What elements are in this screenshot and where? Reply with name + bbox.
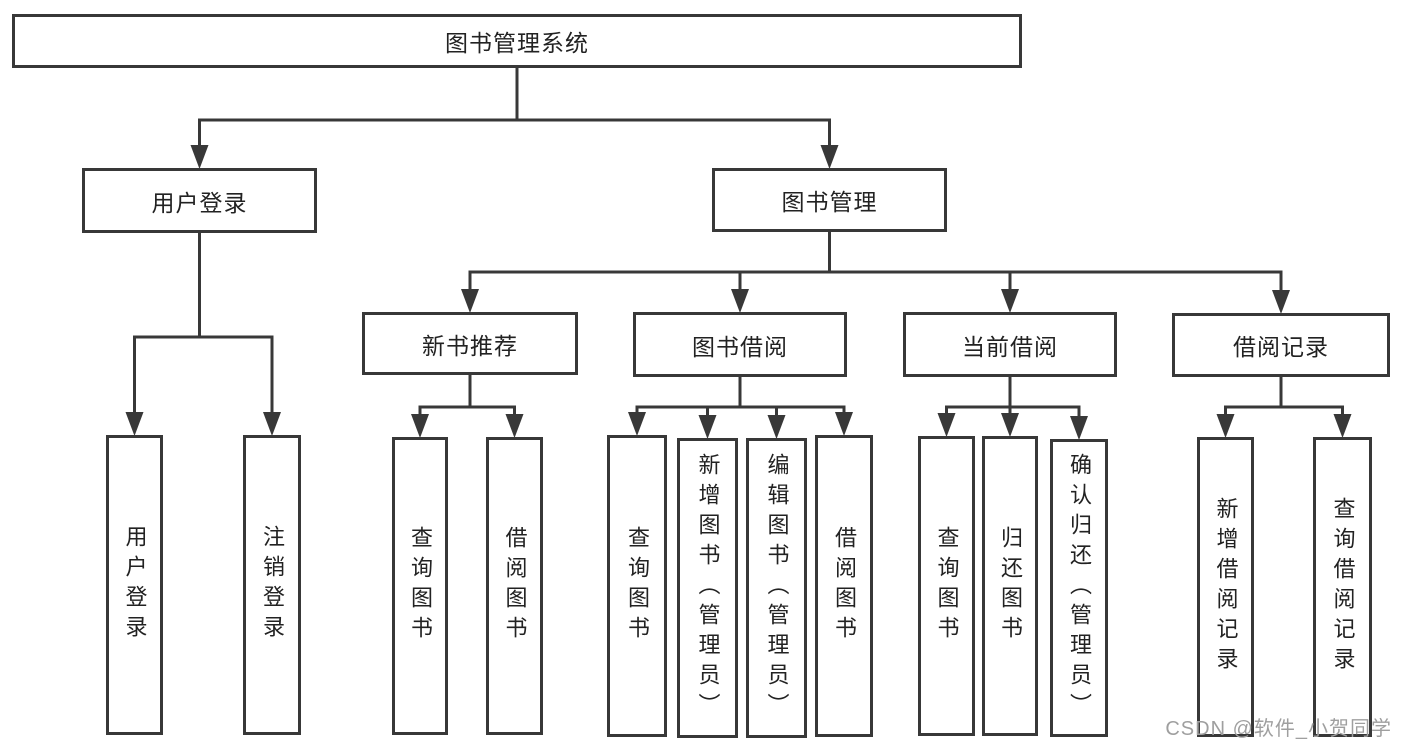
node-leaf-nbr-borrow: 借阅图书 [486,437,543,735]
arrowhead-icon [937,413,956,437]
arrowhead-icon [767,415,786,439]
node-label-leaf-bb-edit: 编辑图书（管理员） [764,453,790,723]
arrowhead-icon [1001,413,1019,437]
node-leaf-bb-borrow: 借阅图书 [815,435,873,737]
node-current-borrow: 当前借阅 [903,312,1117,377]
node-leaf-bb-add: 新增图书（管理员） [677,438,738,738]
node-label-leaf-cb-query: 查询图书 [934,526,960,646]
node-leaf-bb-edit: 编辑图书（管理员） [746,438,807,738]
node-new-book-rec: 新书推荐 [362,312,578,375]
node-label-new-book-rec: 新书推荐 [422,332,518,359]
node-borrow-records: 借阅记录 [1172,313,1390,377]
node-user-login: 用户登录 [82,168,317,233]
arrowhead-icon [1216,414,1235,438]
node-leaf-br-query: 查询借阅记录 [1313,437,1372,737]
node-label-borrow-records: 借阅记录 [1233,334,1329,360]
node-leaf-cb-return: 归还图书 [982,436,1038,736]
arrowhead-icon [835,412,853,436]
node-label-root: 图书管理系统 [445,30,589,56]
node-label-leaf-logout: 注销登录 [260,525,285,645]
node-label-leaf-cb-return: 归还图书 [998,526,1023,646]
node-leaf-cb-query: 查询图书 [918,436,975,736]
node-label-book-borrow: 图书借阅 [692,333,788,360]
arrowhead-icon [125,412,144,436]
arrowhead-icon [1272,290,1290,314]
arrowhead-icon [190,145,209,169]
node-root: 图书管理系统 [12,14,1022,68]
arrowhead-icon [820,145,839,169]
node-label-leaf-bb-add: 新增图书（管理员） [695,453,721,723]
node-leaf-nbr-query: 查询图书 [392,437,448,735]
node-label-leaf-cb-confirm: 确认归还（管理员） [1067,453,1092,723]
node-label-leaf-nbr-borrow: 借阅图书 [502,526,528,646]
arrowhead-icon [461,289,479,313]
node-label-leaf-nbr-query: 查询图书 [408,526,433,646]
node-leaf-user-login: 用户登录 [106,435,163,735]
arrowhead-icon [628,412,646,436]
arrowhead-icon [1001,289,1019,313]
node-label-leaf-br-query: 查询借阅记录 [1330,497,1356,677]
arrowhead-icon [505,414,524,438]
node-leaf-br-add: 新增借阅记录 [1197,437,1254,737]
node-leaf-cb-confirm: 确认归还（管理员） [1050,439,1108,737]
node-label-leaf-bb-borrow: 借阅图书 [832,526,857,646]
arrowhead-icon [1070,416,1088,440]
node-label-current-borrow: 当前借阅 [962,333,1058,360]
node-label-user-login: 用户登录 [151,189,248,216]
node-book-borrow: 图书借阅 [633,312,847,377]
arrowhead-icon [263,412,281,436]
node-label-leaf-br-add: 新增借阅记录 [1213,497,1239,677]
arrowhead-icon [411,414,429,438]
node-label-leaf-user-login: 用户登录 [122,525,148,645]
arrowhead-icon [731,289,749,313]
arrowhead-icon [1333,414,1352,438]
arrowhead-icon [698,415,717,439]
node-book-mgmt: 图书管理 [712,168,947,232]
node-label-leaf-bb-query: 查询图书 [625,526,650,646]
node-label-book-mgmt: 图书管理 [781,189,878,215]
node-leaf-bb-query: 查询图书 [607,435,667,737]
node-leaf-logout: 注销登录 [243,435,301,735]
